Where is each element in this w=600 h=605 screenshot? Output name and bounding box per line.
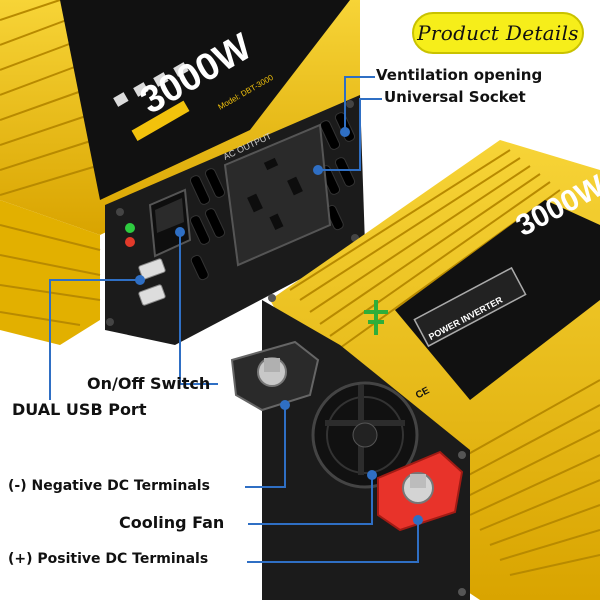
callout-cooling-fan: Cooling Fan [119, 513, 225, 532]
callout-usb: DUAL USB Port [12, 400, 147, 419]
callout-socket: Universal Socket [384, 88, 526, 106]
usb-port-1 [138, 258, 166, 280]
badge-label: Product Details [417, 21, 579, 45]
front-inverter-unit: 3000W Model: DBT-3000 AC OUTPUT [0, 0, 365, 345]
callout-lines [49, 76, 423, 563]
usb-port-2 [138, 284, 166, 306]
front-vent-slots [189, 112, 356, 281]
status-led-red [125, 237, 135, 247]
universal-socket [223, 123, 332, 267]
product-details-badge: Product Details [412, 12, 584, 54]
callout-ventilation: Ventilation opening [376, 66, 543, 84]
callout-negative-terminal: (-) Negative DC Terminals [8, 478, 210, 494]
brand-logo-icon [364, 300, 388, 335]
positive-dc-terminal [377, 450, 464, 532]
cooling-fan [311, 381, 419, 489]
callout-positive-terminal: (+) Positive DC Terminals [8, 551, 209, 567]
callout-switch: On/Off Switch [87, 374, 211, 393]
negative-dc-terminal [230, 340, 320, 412]
status-led-green [125, 223, 135, 233]
